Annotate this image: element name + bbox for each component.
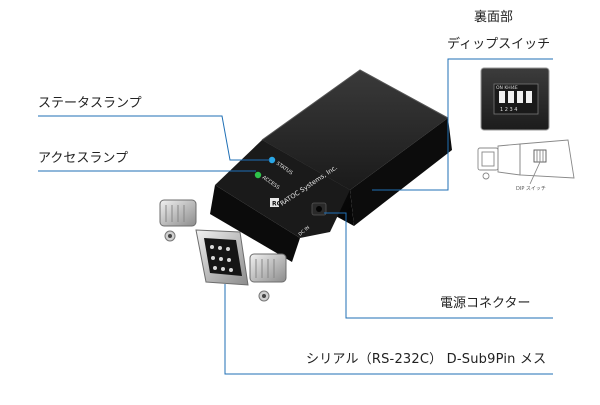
dip-switch-inset: ON KHI4E 1 2 3 4 [480, 67, 550, 131]
dip-lever-2 [508, 91, 514, 103]
callout-lines [38, 58, 553, 375]
callout-dip-line [372, 58, 553, 191]
dip-lever-3 [517, 91, 523, 103]
callout-serial-line [224, 284, 553, 375]
access-led [254, 171, 262, 179]
label-dip-switch-line1: 裏面部 [474, 10, 514, 25]
label-power-connector: 電源コネクター [440, 296, 531, 311]
power-jack [311, 202, 327, 216]
label-dip-switch-line2: ディップスイッチ [447, 37, 551, 52]
status-led [268, 156, 276, 164]
dsub-connector [195, 229, 249, 286]
thumbscrew-right [249, 253, 287, 302]
label-serial-port: シリアル（RS-232C） D-Sub9Pin メス [306, 352, 547, 367]
ratoc-logo-text: RC [272, 201, 282, 208]
dip-lever-4 [526, 91, 532, 103]
label-status-lamp: ステータスランプ [38, 96, 142, 111]
dip-on-print: ON KHI4E [496, 85, 518, 91]
dip-number-print: 1 2 3 4 [500, 107, 518, 113]
callout-power-line [324, 212, 553, 319]
back-drawing-inset [477, 139, 575, 185]
callout-status-line [38, 115, 270, 161]
label-access-lamp: アクセスランプ [38, 151, 128, 166]
ratoc-logo [270, 198, 279, 207]
dip-lever-1 [499, 91, 505, 103]
thumbscrew-left [159, 199, 197, 242]
dip-caption: DIP スイッチ [516, 186, 546, 192]
